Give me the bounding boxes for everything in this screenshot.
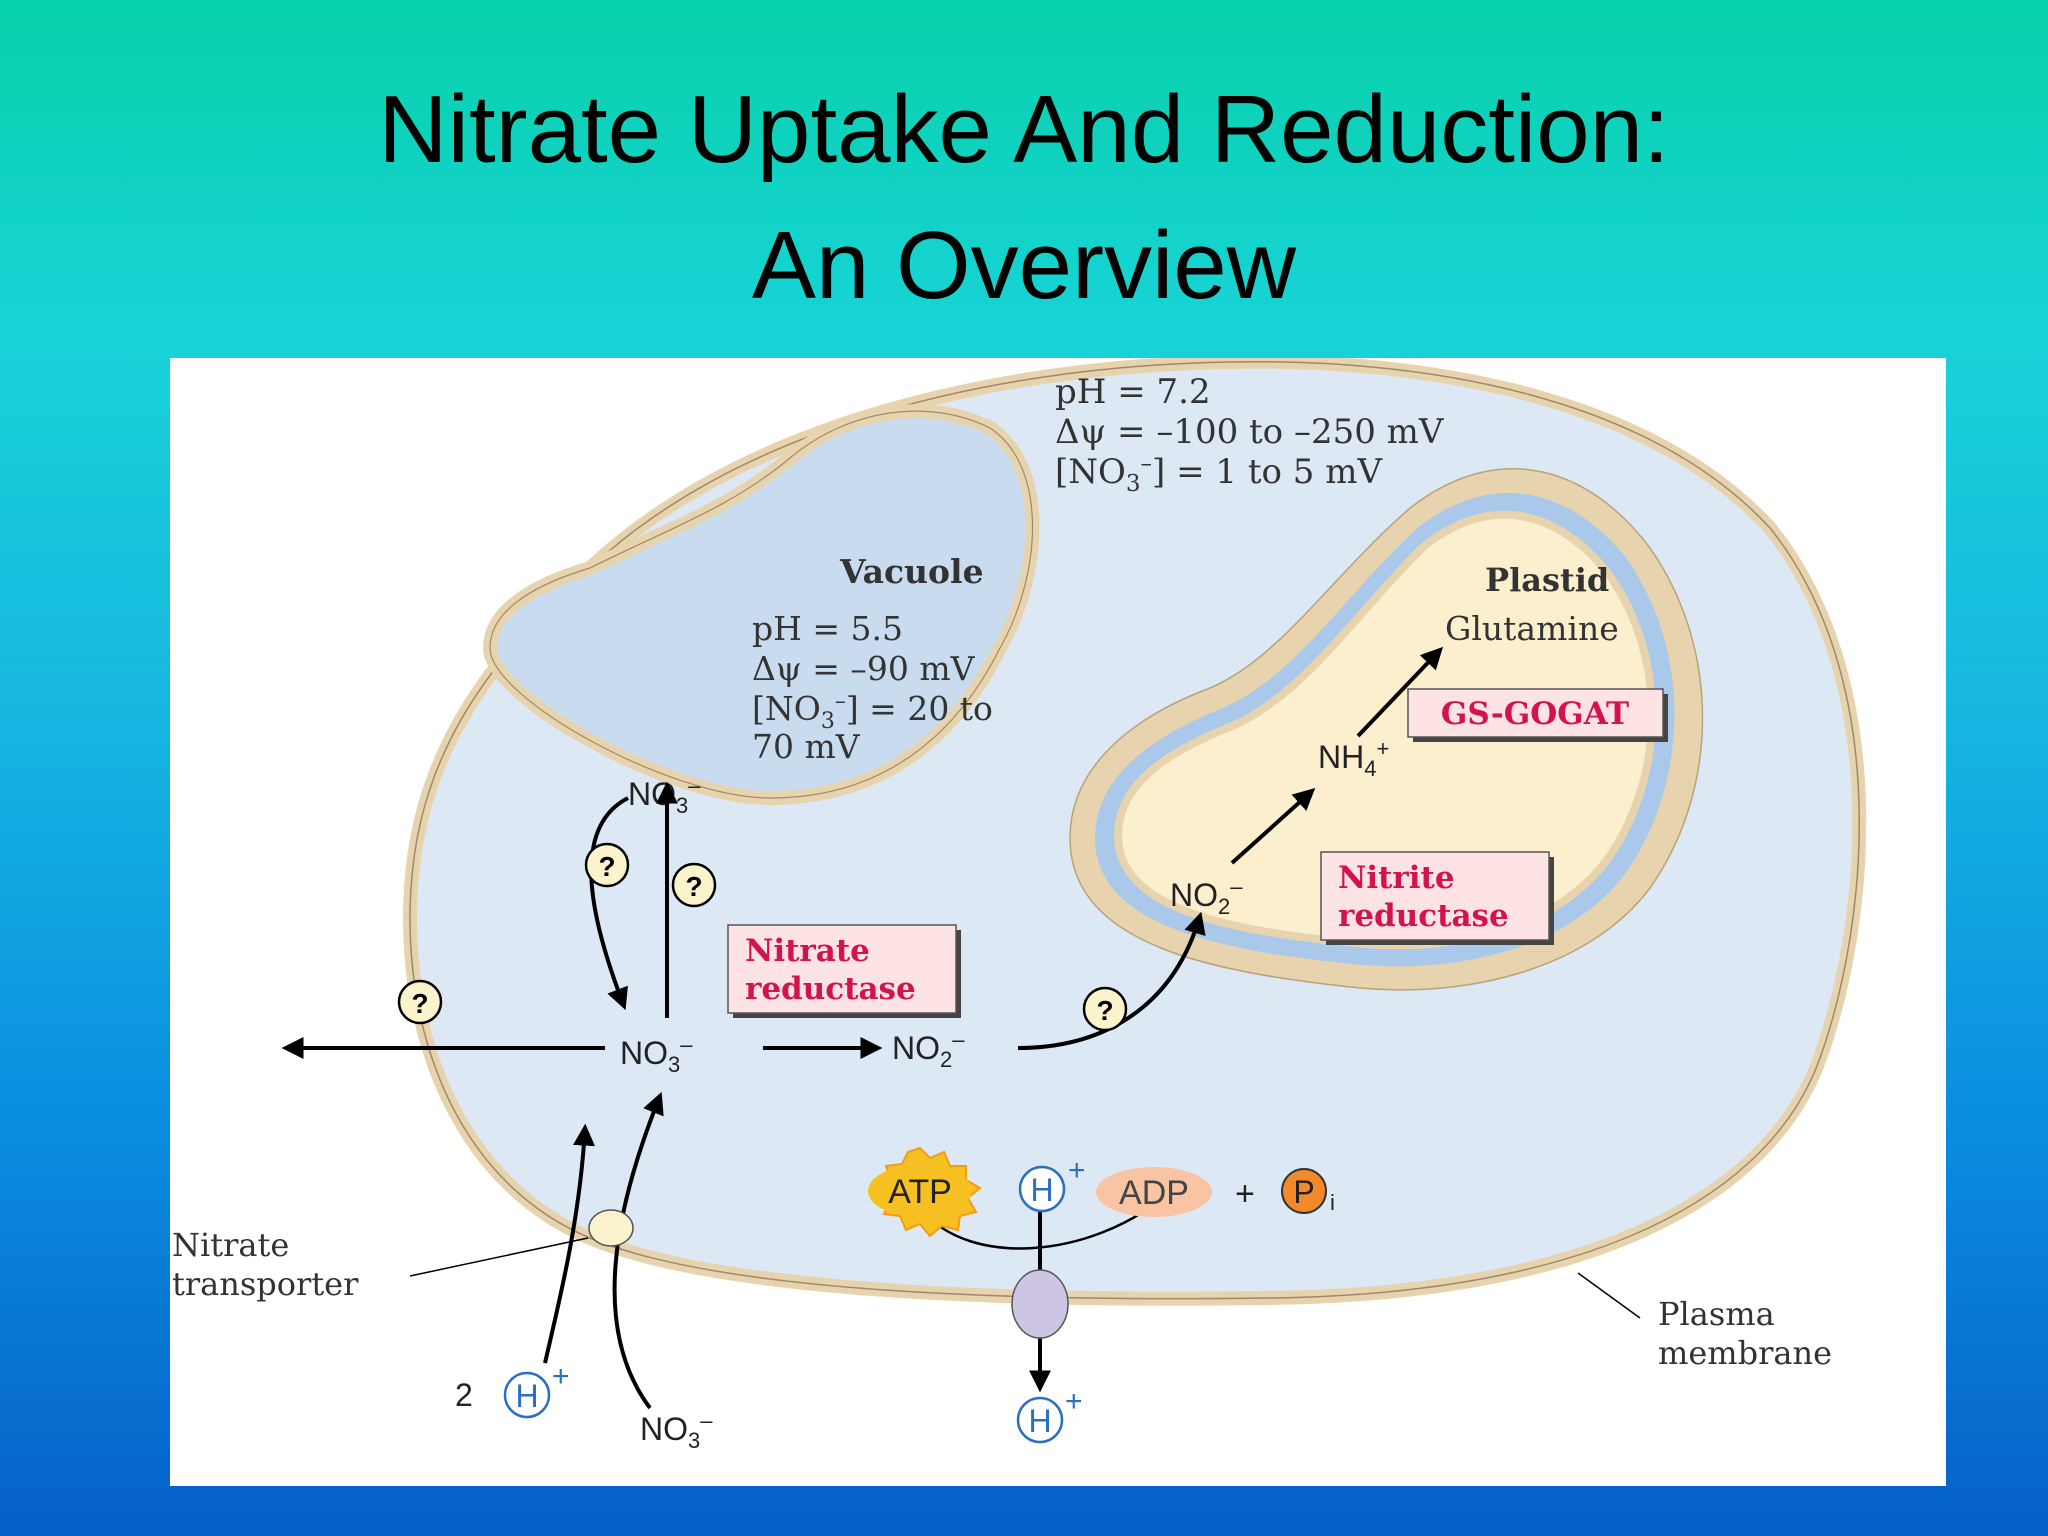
phosphate-icon: P i [1281, 1168, 1335, 1215]
proton-stoichiometry: 2 [455, 1377, 473, 1413]
plastid-nitrite-label: NO2– [1170, 874, 1243, 919]
nitrate-reductase-line-2: reductase [745, 971, 916, 1007]
svg-text:+: + [1068, 1154, 1086, 1187]
title-line-2: An Overview [751, 212, 1297, 319]
question-badge: ? [397, 979, 443, 1025]
slide-title: Nitrate Uptake And Reduction: An Overvie… [0, 62, 2048, 334]
ammonium-label: NH4+ [1318, 736, 1389, 781]
svg-text:membrane: membrane [1658, 1334, 1832, 1372]
glutamine-label: Glutamine [1445, 609, 1619, 648]
nitrate-cotransport-arrow [612, 1091, 664, 1410]
atp-hydrolysis-arrow [921, 1194, 1168, 1250]
nitrite-reductase-line-2: reductase [1338, 898, 1509, 934]
proton-cotransport-arrow [543, 1123, 596, 1364]
cytosol-nitrate-label: NO3– [620, 1032, 693, 1077]
question-badge: ? [1082, 986, 1128, 1032]
flux-arrows [281, 646, 1444, 1410]
atp-burst: ATP [868, 1146, 982, 1238]
proton-h-external-pumped: H + [1016, 1385, 1083, 1444]
svg-text:?: ? [1096, 995, 1113, 1026]
unknown-transporters: ? ? ? ? [397, 842, 1128, 1032]
svg-text:H: H [1030, 1172, 1053, 1208]
svg-text:H: H [1028, 1403, 1051, 1439]
nitrite-reductase-line-1: Nitrite [1338, 860, 1455, 896]
cytosol-ph: pH = 7.2 [1055, 372, 1211, 412]
plus-sign: + [1235, 1175, 1255, 1213]
vacuole-nitrate-concentration-2: 70 mV [752, 727, 861, 766]
svg-text:?: ? [685, 871, 702, 902]
svg-text:H: H [515, 1378, 538, 1414]
nitrate-transporter-label: Nitrate transporter [172, 1226, 589, 1303]
vacuole-conditions: Vacuole pH = 5.5 Δψ = –90 mV [NO3–] = 20… [752, 552, 993, 766]
gs-gogat-box: GS-GOGAT [1407, 688, 1668, 742]
external-nitrate-label: NO3– [640, 1408, 713, 1453]
svg-text:+: + [552, 1360, 570, 1393]
svg-text:?: ? [598, 851, 615, 882]
plastid-label: Plastid [1485, 561, 1609, 599]
ammonium-to-glutamine-arrow [1356, 646, 1444, 738]
question-badge: ? [671, 862, 717, 908]
cytosol-delta-psi: Δψ = –100 to –250 mV [1055, 412, 1445, 452]
nitrate-cell-diagram: pH = 7.2 Δψ = –100 to –250 mV [NO3–] = 1… [172, 358, 1867, 1453]
nitrate-transporter-icon [588, 1209, 634, 1247]
vacuole-ph: pH = 5.5 [752, 609, 903, 648]
nitrite-import-arrow [1017, 911, 1206, 1050]
plasma-membrane-label: Plasma membrane [1577, 1272, 1832, 1372]
proton-h-cytosol: H + [1018, 1154, 1086, 1213]
proton-h-external-cotransport: H + [503, 1360, 570, 1419]
nitrate-reductase-line-1: Nitrate [745, 933, 870, 969]
title-line-1: Nitrate Uptake And Reduction: [378, 76, 1670, 183]
nitrite-reductase-box: Nitrite reductase [1320, 851, 1554, 945]
nitrite-to-ammonium-arrow [1230, 788, 1316, 865]
nitrate-reductase-box: Nitrate reductase [727, 924, 961, 1018]
diagram-panel: pH = 7.2 Δψ = –100 to –250 mV [NO3–] = 1… [170, 358, 1946, 1486]
svg-text:Nitrate: Nitrate [172, 1226, 289, 1264]
svg-text:P: P [1293, 1174, 1314, 1210]
cytosol-conditions: pH = 7.2 Δψ = –100 to –250 mV [NO3–] = 1… [1055, 372, 1445, 497]
adp-label: ADP [1119, 1174, 1189, 1212]
svg-text:i: i [1330, 1190, 1335, 1215]
svg-text:transporter: transporter [172, 1265, 359, 1303]
chemical-species: NO3– NO3– NO2– NO2– NH4+ NO3– [620, 736, 1389, 1453]
vacuole-nitrate-concentration: [NO3–] = 20 to [752, 689, 993, 734]
proton-pump-icon [1011, 1269, 1069, 1339]
svg-text:Plasma: Plasma [1658, 1295, 1775, 1333]
adp-oval: ADP [1096, 1167, 1212, 1217]
gs-gogat-label: GS-GOGAT [1441, 696, 1629, 732]
svg-text:?: ? [411, 988, 428, 1019]
atp-label: ATP [888, 1173, 952, 1211]
vacuole [482, 404, 1040, 806]
vacuole-label: Vacuole [839, 552, 984, 591]
svg-text:+: + [1065, 1385, 1083, 1418]
question-badge: ? [584, 842, 630, 888]
vacuole-delta-psi: Δψ = –90 mV [752, 649, 976, 688]
cytosol-nitrate-concentration: [NO3–] = 1 to 5 mV [1055, 451, 1383, 497]
cytosol-nitrite-label: NO2– [892, 1027, 965, 1072]
